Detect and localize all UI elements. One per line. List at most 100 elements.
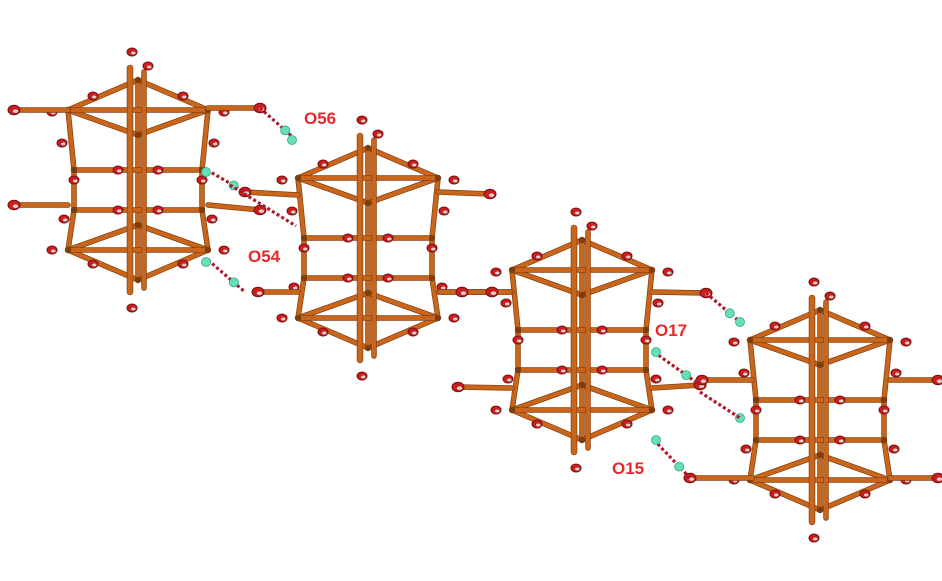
oxygen-atom-highlight — [626, 255, 631, 259]
oxygen-atom-highlight — [131, 307, 136, 311]
oxygen-atom-highlight — [322, 331, 327, 335]
oxygen-atom-highlight — [223, 249, 228, 253]
bond — [136, 108, 210, 137]
oxygen-atom-highlight — [839, 399, 844, 403]
oxygen-atom-highlight — [517, 339, 522, 343]
label-o17: O17 — [655, 321, 687, 340]
oxygen-atom-highlight — [657, 302, 662, 306]
metal-atom — [300, 274, 308, 282]
oxygen-atom-highlight — [92, 263, 97, 267]
bond — [580, 383, 654, 412]
oxygen-atom-highlight — [864, 325, 869, 329]
metal-atom — [428, 234, 436, 242]
metal-atom — [134, 76, 142, 84]
oxygen-atom-highlight — [281, 179, 286, 183]
metal-atom — [204, 246, 212, 254]
metal-atom — [578, 236, 586, 244]
cluster-b — [238, 115, 499, 381]
metal-atom — [816, 451, 824, 459]
bond — [66, 78, 140, 112]
bond — [296, 316, 370, 350]
hydrogen-bond — [229, 183, 297, 228]
oxygen-atom-highlight — [51, 249, 56, 253]
oxygen-atom-highlight — [591, 225, 596, 229]
oxygen-atom-highlight — [387, 237, 392, 241]
oxygen-atom-highlight — [131, 51, 136, 55]
bond — [296, 276, 306, 320]
oxygen-atom-highlight — [495, 409, 500, 413]
oxygen-atom-highlight — [905, 341, 910, 345]
bond — [882, 338, 892, 402]
label-o15: O15 — [612, 459, 644, 478]
hydrogen-atom-icon — [287, 135, 297, 145]
bond — [748, 438, 758, 482]
bond — [748, 308, 822, 342]
oxygen-atom-highlight — [936, 379, 942, 383]
bond — [243, 190, 300, 197]
oxygen-atom-highlight — [347, 277, 352, 281]
oxygen-atom-highlight — [117, 169, 122, 173]
metal-atom — [514, 326, 522, 334]
oxygen-atom-highlight — [63, 218, 68, 222]
bond — [430, 176, 440, 240]
oxygen-atom-highlight — [893, 448, 898, 452]
metal-atom — [198, 206, 206, 214]
metal-atom — [752, 436, 760, 444]
metal-atom — [816, 506, 824, 514]
cluster-c — [451, 207, 713, 473]
bond — [882, 438, 892, 482]
bond — [748, 338, 758, 402]
bond — [436, 190, 492, 196]
bond — [136, 248, 210, 282]
oxygen-atom-highlight — [505, 302, 510, 306]
bond — [66, 223, 140, 252]
metal-atom — [300, 234, 308, 242]
oxygen-atom-highlight — [575, 467, 580, 471]
hydrogen-atom-icon — [228, 277, 239, 288]
oxygen-atom-highlight — [256, 291, 263, 296]
bond — [580, 238, 654, 272]
bond — [818, 453, 892, 482]
oxygen-atom-highlight — [536, 255, 541, 259]
metal-atom — [816, 306, 824, 314]
bond — [510, 383, 584, 412]
oxygen-atom-highlight — [536, 423, 541, 427]
metal-atom — [746, 336, 754, 344]
bond — [206, 203, 262, 212]
bond — [430, 276, 440, 320]
metal-atom — [578, 436, 586, 444]
bond — [456, 385, 514, 390]
bond — [650, 383, 702, 390]
oxygen-atom-highlight — [281, 317, 286, 321]
bond — [510, 238, 584, 272]
oxygen-atom-highlight — [626, 423, 631, 427]
oxygen-atom-highlight — [182, 263, 187, 267]
oxygen-atom-highlight — [936, 477, 942, 481]
bond — [296, 291, 370, 320]
metal-atom — [816, 361, 824, 369]
oxygen-atom-highlight — [655, 378, 660, 382]
hydrogen-atom-icon — [651, 435, 661, 445]
oxygen-atom-highlight — [507, 378, 512, 382]
oxygen-atom-highlight — [441, 286, 446, 290]
oxygen-atom-highlight — [645, 339, 650, 343]
oxygen-atom-highlight — [201, 179, 206, 183]
oxygen-atom-highlight — [303, 247, 308, 251]
oxygen-atom-highlight — [291, 210, 296, 214]
oxygen-atom-highlight — [799, 399, 804, 403]
cluster-d — [683, 277, 942, 543]
metal-atom — [134, 131, 142, 139]
oxygen-atom-highlight — [258, 209, 265, 213]
oxygen-atom-highlight — [733, 341, 738, 345]
oxygen-atom-highlight — [61, 142, 66, 146]
oxygen-atom-highlight — [575, 211, 580, 215]
metal-atom — [294, 314, 302, 322]
metal-atom — [70, 166, 78, 174]
oxygen-atom-highlight — [813, 281, 818, 285]
bond — [510, 408, 584, 442]
metal-atom — [578, 381, 586, 389]
oxygen-atom-highlight — [495, 271, 500, 275]
cluster-a — [7, 47, 267, 313]
metal-atom — [434, 314, 442, 322]
oxygen-atom-highlight — [883, 409, 888, 413]
